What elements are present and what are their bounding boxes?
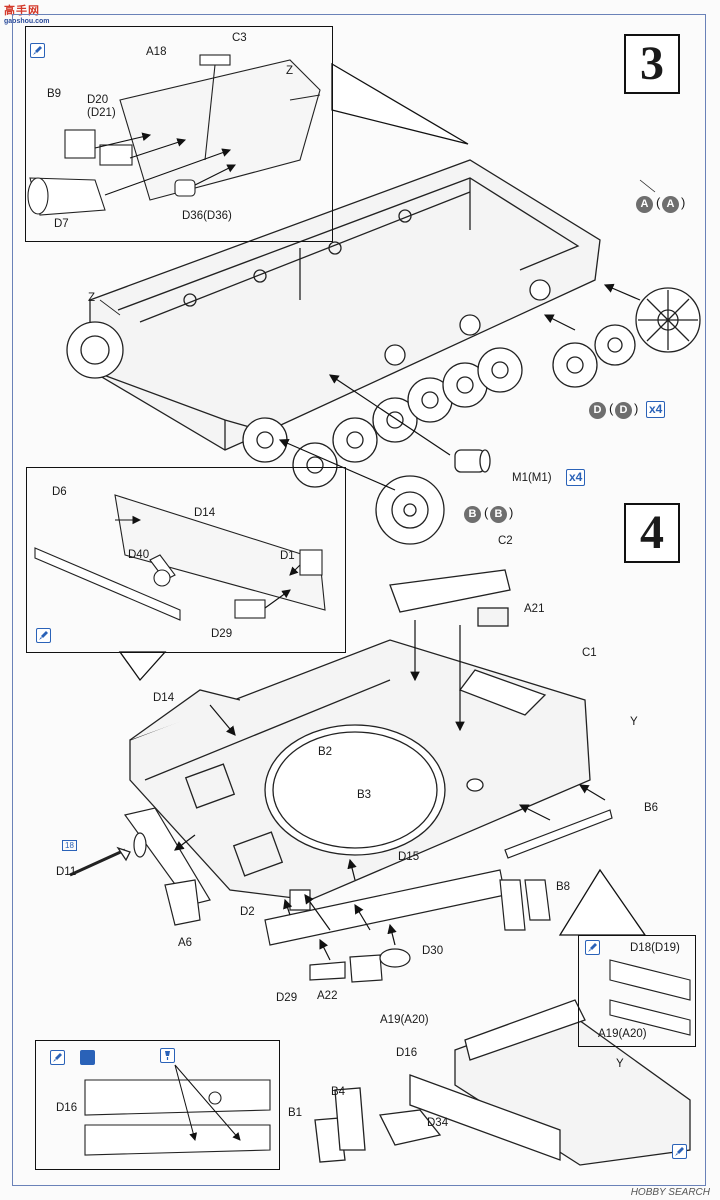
step-number-4: 4: [624, 503, 680, 563]
step3-detail-inset: [25, 26, 333, 242]
step4-inset-drawing: [34, 494, 326, 621]
label-c2: C2: [498, 535, 513, 547]
callout-a: A: [636, 196, 653, 213]
label-b2: B2: [318, 746, 333, 758]
label-d40: D40: [128, 549, 150, 561]
label-d6: D6: [52, 486, 67, 498]
step3-sprocket-b: [375, 475, 445, 545]
label-a18: A18: [146, 46, 167, 58]
label-d30: D30: [422, 945, 444, 957]
label-b6: B6: [644, 802, 659, 814]
callout-d: D: [589, 402, 606, 419]
label-d16-inset: D16: [56, 1102, 78, 1114]
label-d20: D20: [87, 94, 109, 106]
step4-bottom-inset: [35, 1040, 280, 1170]
label-d14-inset: D14: [194, 507, 216, 519]
label-d29: D29: [276, 992, 298, 1004]
quantity-badge-m1: x4: [566, 469, 586, 486]
label-c3: C3: [232, 32, 247, 44]
label-d11: D11: [56, 866, 77, 878]
label-m1: M1(M1): [512, 472, 552, 484]
label-d2: D2: [240, 906, 255, 918]
label-a22: A22: [317, 990, 338, 1002]
callout-d-repeat: D: [615, 402, 632, 419]
callout-a-repeat: A: [662, 196, 679, 213]
label-a19-inset: A19(A20): [598, 1028, 647, 1040]
step4-right-inset: [578, 935, 696, 1047]
step3-idler-wheel: [635, 287, 701, 353]
label-a21: A21: [524, 603, 545, 615]
label-d15: D15: [398, 851, 420, 863]
decal-icon: [80, 1050, 95, 1065]
scale-tag: 18: [62, 840, 77, 851]
step4-detail-inset: [26, 467, 346, 653]
label-d14: D14: [153, 692, 175, 704]
step4-d11-screw: [69, 846, 131, 877]
paint-brush-icon: [30, 43, 45, 58]
callout-b-repeat: B: [490, 506, 507, 523]
step4-arrows: [174, 620, 606, 1111]
label-b9: B9: [47, 88, 62, 100]
label-d36: D36(D36): [182, 210, 232, 222]
label-d16: D16: [396, 1047, 418, 1059]
paint-brush-icon: [672, 1144, 687, 1159]
paint-brush-icon: [50, 1050, 65, 1065]
label-d1: D1: [280, 550, 295, 562]
label-b4: B4: [331, 1086, 346, 1098]
step3-road-wheels: [242, 279, 636, 488]
label-z: Z: [88, 292, 96, 304]
label-a19: A19(A20): [380, 1014, 429, 1026]
label-b3: B3: [357, 789, 372, 801]
label-d29-inset: D29: [211, 628, 233, 640]
step3-inset-pointer: [331, 62, 469, 145]
label-d21: (D21): [87, 107, 116, 119]
label-d18: D18(D19): [630, 942, 680, 954]
label-z-inset: Z: [286, 65, 294, 77]
label-b8: B8: [556, 881, 571, 893]
label-b1: B1: [288, 1107, 303, 1119]
label-y: Y: [630, 716, 638, 728]
page-frame: [12, 14, 706, 1186]
label-d34: D34: [427, 1117, 449, 1129]
footer-credit: HOBBY SEARCH: [630, 1187, 710, 1198]
step3-m1-part: [454, 449, 491, 473]
step4-lower-hull: [314, 999, 691, 1166]
paint-brush-icon: [585, 940, 600, 955]
step3-sprocket-left: [66, 321, 124, 379]
step3-arrows: [278, 283, 641, 491]
label-c1: C1: [582, 647, 597, 659]
label-a6: A6: [178, 937, 193, 949]
label-y-lower: Y: [616, 1058, 624, 1070]
step4-hull: [129, 569, 591, 901]
step-number-3: 3: [624, 34, 680, 94]
step3-inset-drawing: [27, 54, 321, 216]
paint-brush-icon: [36, 628, 51, 643]
label-d7: D7: [54, 218, 69, 230]
callout-b: B: [464, 506, 481, 523]
quantity-badge-d: x4: [646, 401, 666, 418]
glue-icon: [160, 1048, 175, 1063]
